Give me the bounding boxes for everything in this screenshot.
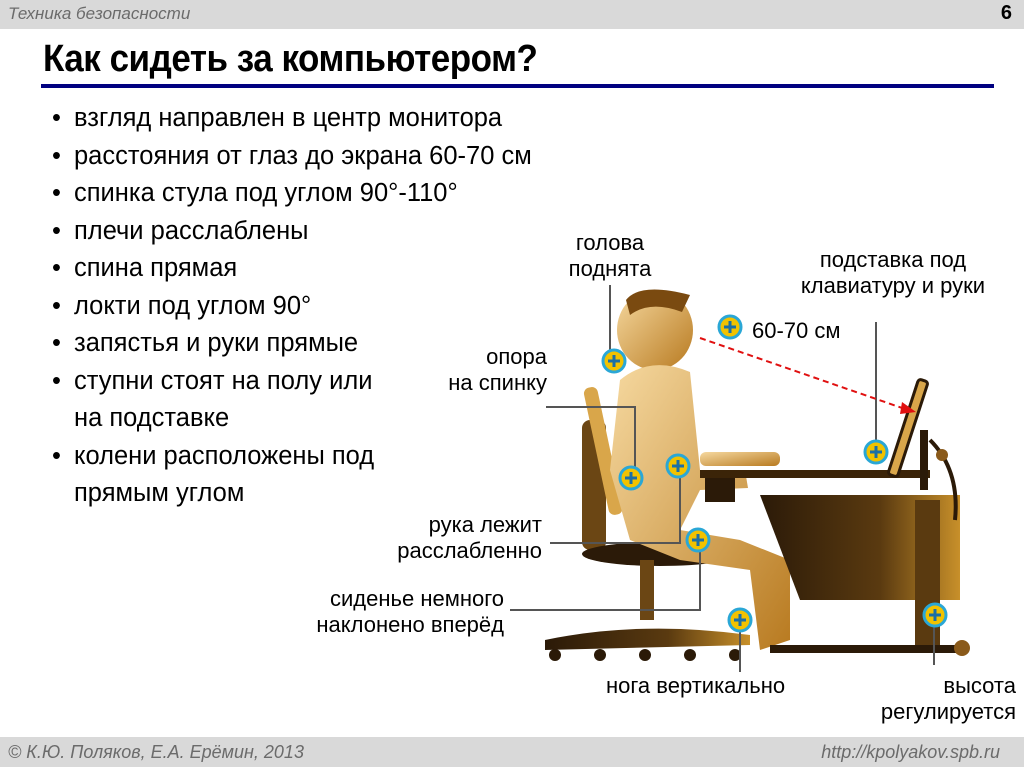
section-title: Техника безопасности [8, 4, 191, 23]
plus-marker-icon [665, 453, 691, 479]
label-distance: 60-70 см [752, 318, 841, 343]
list-item: взгляд направлен в центр монитора [52, 100, 532, 138]
list-item: спина прямая [52, 250, 532, 288]
list-item: ступни стоят на полу или на подставке [52, 363, 404, 438]
list-item: спинка стула под углом 90°-110° [52, 175, 532, 213]
label-height-adjustable: высота регулируется [830, 673, 1016, 725]
label-line: регулируется [880, 699, 1016, 724]
label-line: рука лежит [428, 512, 542, 537]
site-url: http://kpolyakov.spb.ru [821, 742, 1000, 762]
label-keyboard-stand: подставка под клавиатуру и руки [768, 247, 1018, 299]
leader-lines [510, 285, 935, 672]
page-number: 6 [1000, 2, 1012, 24]
list-item: плечи расслаблены [52, 213, 532, 251]
label-line: сиденье немного [330, 586, 504, 611]
label-line: высота [943, 673, 1016, 698]
posture-rules-list: взгляд направлен в центр монитора рассто… [52, 100, 532, 513]
label-seat-tilt: сиденье немного наклонено вперёд [258, 586, 504, 638]
label-line: наклонено вперёд [316, 612, 504, 637]
plus-marker-icon [601, 348, 627, 374]
arrow-head-icon [900, 402, 916, 414]
label-line: клавиатуру и руки [800, 273, 986, 298]
label-leg-vertical: нога вертикально [606, 673, 786, 698]
label-head-raised: голова поднята [560, 230, 660, 282]
list-item: локти под углом 90° [52, 288, 532, 326]
title-underline [41, 84, 994, 88]
label-arm-relaxed: рука лежит расслабленно [340, 512, 542, 564]
plus-marker-icon [685, 527, 711, 553]
chair [545, 387, 750, 661]
label-line: голова [575, 230, 645, 255]
list-item: расстояния от глаз до экрана 60-70 см [52, 138, 532, 176]
label-line: опора [486, 344, 547, 369]
slide-footer: © К.Ю. Поляков, Е.А. Ерёмин, 2013 http:/… [0, 737, 1024, 767]
plus-marker-icon [727, 607, 753, 633]
list-item: колени расположены под прямым углом [52, 438, 454, 513]
label-line: поднята [568, 256, 652, 281]
label-line: подставка под [819, 247, 967, 272]
label-line: на спинку [448, 370, 547, 395]
plus-marker-icon [717, 314, 743, 340]
label-line: расслабленно [397, 538, 542, 563]
eye-distance-arrow [699, 337, 909, 411]
plus-marker-icon [863, 439, 889, 465]
person [610, 289, 790, 650]
label-back-support: опора на спинку [425, 344, 547, 396]
plus-marker-icon [618, 465, 644, 491]
copyright: © К.Ю. Поляков, Е.А. Ерёмин, 2013 [8, 742, 304, 762]
plus-marker-icon [922, 602, 948, 628]
slide-header-bar: Техника безопасности 6 [0, 0, 1024, 29]
list-item: запястья и руки прямые [52, 325, 532, 363]
slide-title: Как сидеть за компьютером? [43, 38, 538, 80]
